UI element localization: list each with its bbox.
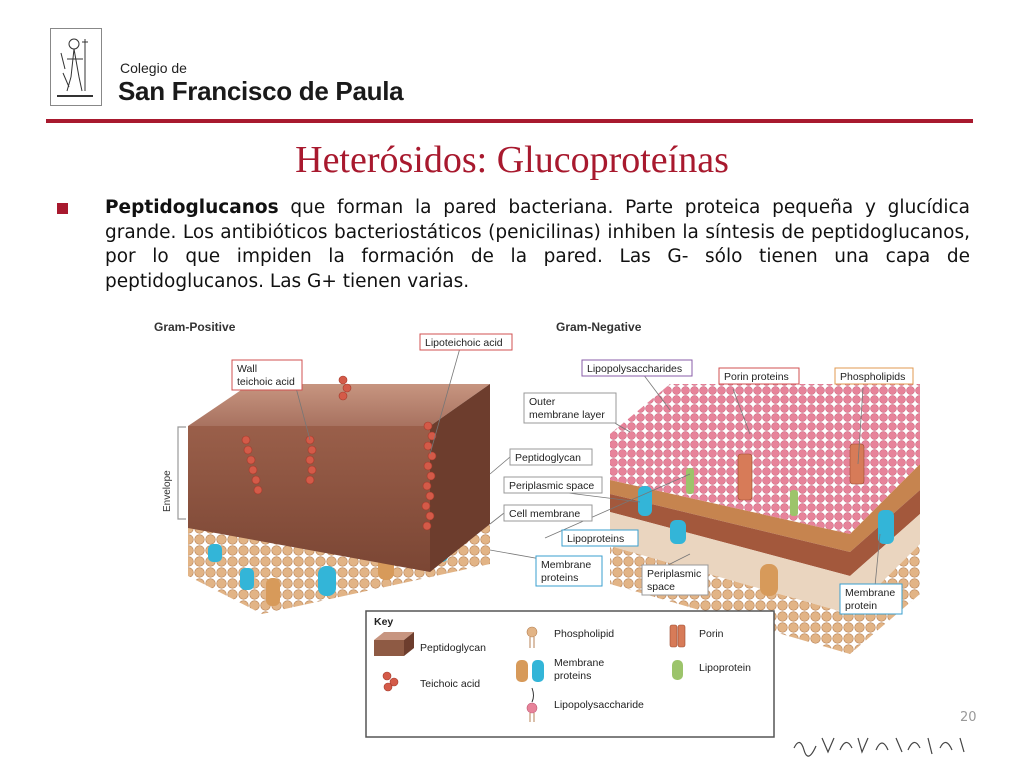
bullet-bold-term: Peptidoglucanos	[105, 197, 279, 218]
membrane-proteins-label-1: Membrane	[541, 559, 591, 571]
envelope-bracket: Envelope	[162, 427, 186, 519]
phospholipids-label: Phospholipids	[840, 371, 905, 383]
lipoproteins-label: Lipoproteins	[567, 533, 624, 545]
key-lipoprotein-icon	[672, 660, 683, 680]
gram-negative-title: Gram-Negative	[556, 320, 642, 334]
key-membrane-proteins-label-2: proteins	[554, 670, 591, 682]
gram-positive-title: Gram-Positive	[154, 320, 236, 334]
periplasmic-space-label-2b: space	[647, 581, 675, 593]
key-lps-label: Lipopolysaccharide	[554, 699, 644, 711]
membrane-proteins-label-2: proteins	[541, 572, 578, 584]
college-name-line1: Colegio de	[120, 60, 187, 76]
header-divider	[46, 119, 973, 123]
school-logo	[50, 28, 102, 106]
key-peptidoglycan-label: Peptidoglycan	[420, 642, 486, 654]
periplasmic-space-label-2a: Periplasmic	[647, 568, 701, 580]
cell-membrane-label: Cell membrane	[509, 508, 580, 520]
periplasmic-space-label: Periplasmic space	[509, 480, 594, 492]
lipopolysaccharides-label: Lipopolysaccharides	[587, 363, 682, 375]
porin-proteins-label: Porin proteins	[724, 371, 789, 383]
figure-key: Key Peptidoglycan Teichoic acid Phosphol…	[366, 611, 774, 737]
membrane-protein-label-2: protein	[845, 600, 877, 612]
key-teichoic-label: Teichoic acid	[420, 678, 480, 690]
wall-teichoic-label-2: teichoic acid	[237, 376, 295, 388]
bacterial-wall-figure: Gram-Positive Gram-Negative Envelope	[150, 314, 930, 744]
key-peptidoglycan-icon	[374, 632, 414, 656]
slide-number: 20	[960, 710, 977, 725]
college-name-line2: San Francisco de Paula	[118, 76, 403, 107]
bullet-paragraph: Peptidoglucanos que forman la pared bact…	[105, 196, 970, 294]
slide-title: Heterósidos: Glucoproteínas	[0, 138, 1024, 182]
wall-teichoic-label-1: Wall	[237, 363, 257, 375]
key-lipoprotein-label: Lipoprotein	[699, 662, 751, 674]
envelope-label: Envelope	[162, 470, 173, 512]
key-title: Key	[374, 616, 393, 628]
outer-membrane-label-1: Outer	[529, 396, 556, 408]
membrane-protein-label-1: Membrane	[845, 587, 895, 599]
key-porin-label: Porin	[699, 628, 724, 640]
key-membrane-proteins-label-1: Membrane	[554, 657, 604, 669]
key-phospholipid-label: Phospholipid	[554, 628, 614, 640]
handwritten-signature	[792, 732, 972, 758]
outer-membrane-label-2: membrane layer	[529, 409, 605, 421]
bullet-square-icon	[57, 203, 68, 214]
peptidoglycan-label: Peptidoglycan	[515, 452, 581, 464]
lipoteichoic-label: Lipoteichoic acid	[425, 337, 503, 349]
